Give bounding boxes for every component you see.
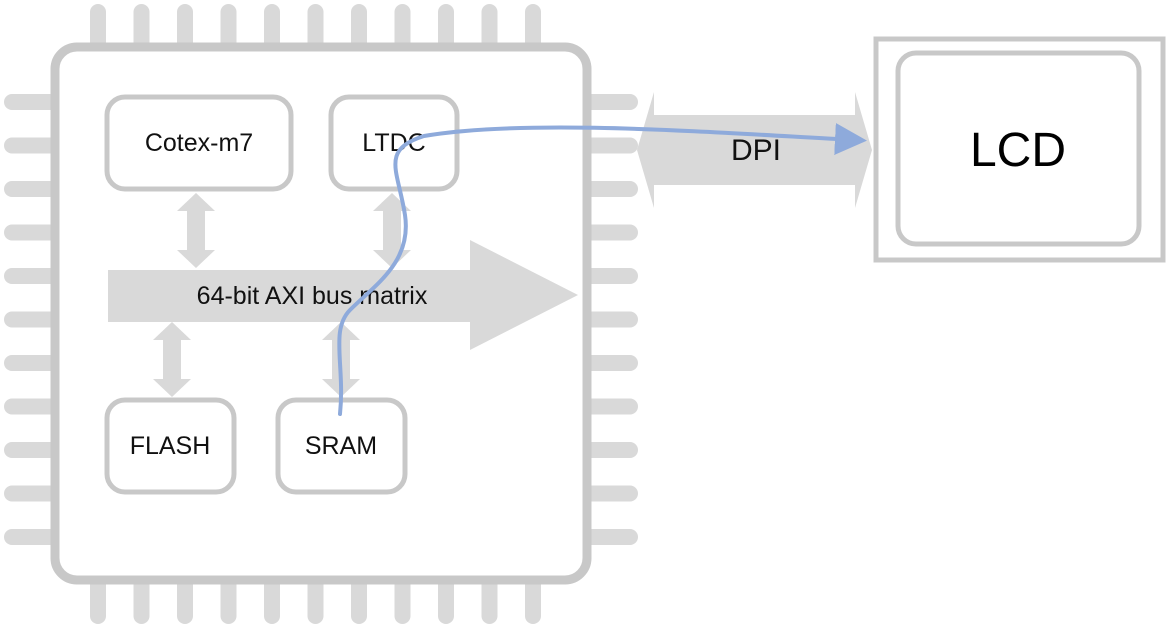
chip-pin [4,529,60,545]
flash-label: FLASH [130,432,211,460]
chip-pin [582,137,638,154]
cpu-block: Cotex-m7 [104,94,294,192]
chip-pin [525,4,541,52]
chip-pin [90,4,106,52]
chip-pin [264,576,280,624]
chip-pin [133,576,150,624]
chip-pin [4,442,60,458]
chip-pin [438,576,454,624]
chip-pin [582,355,638,371]
chip-pin [307,4,324,52]
chip-pin [4,94,60,110]
lcd-label: LCD [970,124,1066,177]
lcd-display: LCD [873,36,1166,263]
chip-pin [220,4,237,52]
data-path-curve [337,122,867,416]
axi-bus-label: 64-bit AXI bus matrix [197,282,428,310]
ltdc-label: LTDC [362,129,425,157]
chip-pin [133,4,150,52]
dpi-label: DPI [731,134,781,167]
cpu-bus-arrow [177,193,215,268]
axi-bus-arrow [108,240,578,350]
chip-pin [582,311,638,328]
cpu-label: Cotex-m7 [145,129,253,157]
sram-label: SRAM [305,432,377,460]
chip-pin [481,576,498,624]
chip-pin [4,268,60,284]
chip-pin [177,576,193,624]
flash-block: FLASH [104,397,237,495]
chip-pin [4,224,60,241]
dpi-arrow [637,92,872,208]
chip-pin [481,4,498,52]
ltdc-bus-arrow [373,193,411,268]
chip-pin [264,4,280,52]
chip-pin [177,4,193,52]
chip-pin [438,4,454,52]
chip-pin [4,137,60,154]
chip-pin [582,398,638,415]
chip-pin [351,4,367,52]
sram-block: SRAM [275,397,408,495]
chip-pin [582,442,638,458]
chip-pin [90,576,106,624]
chip-pin [582,224,638,241]
chip-pin [4,398,60,415]
chip-pin [4,181,60,197]
chip-pin [525,576,541,624]
chip-pin [582,268,638,284]
chip-pin [4,311,60,328]
chip-pin [582,529,638,545]
chip-pin [582,485,638,502]
chip-pins [4,4,638,624]
chip-pin [582,94,638,110]
chip-pin [394,576,411,624]
chip-pin [582,181,638,197]
chip-pin [220,576,237,624]
chip-pin [307,576,324,624]
ltdc-block: LTDC [328,94,460,192]
chip-pin [394,4,411,52]
chip-pin [351,576,367,624]
chip-pin [4,355,60,371]
chip-pin [4,485,60,502]
lcd-screen [895,50,1142,247]
flash-bus-arrow [153,322,191,397]
